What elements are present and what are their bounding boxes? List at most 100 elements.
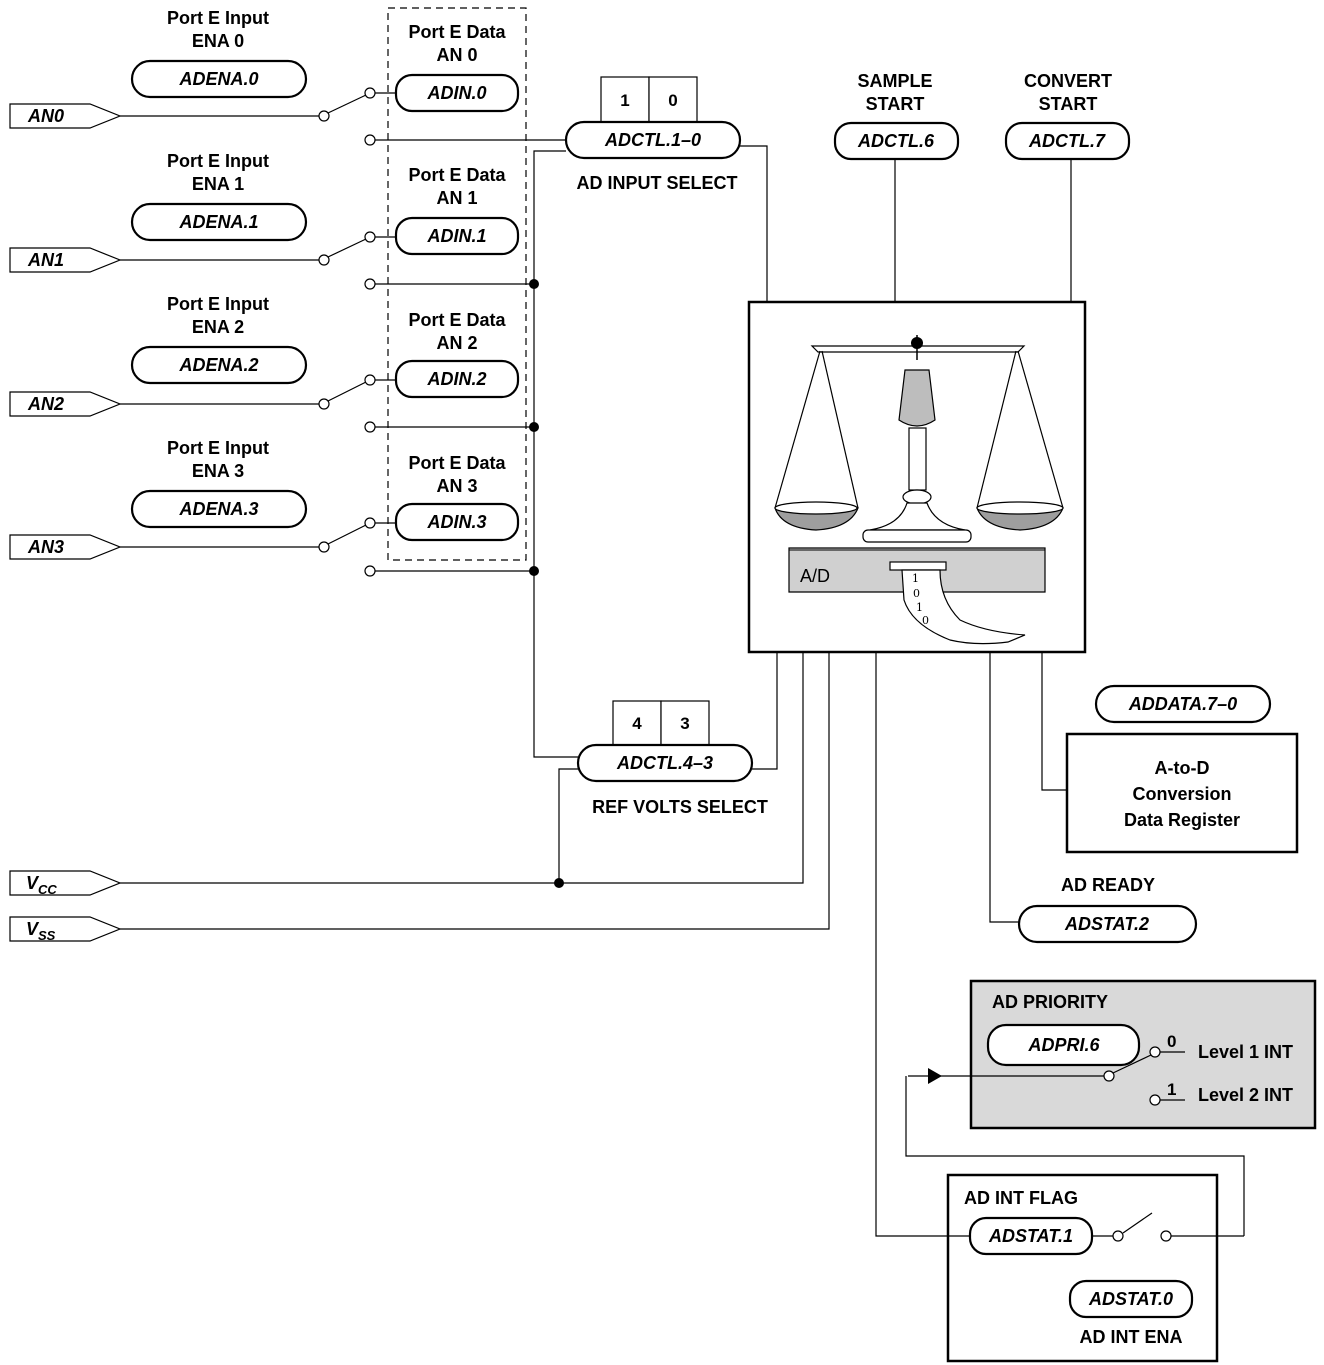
an3-pin — [9, 534, 121, 560]
adctl-7-label: ADCTL.7 — [1028, 131, 1106, 151]
adctl-1-0-label: ADCTL.1–0 — [604, 130, 701, 150]
port-e-data-sub-0: AN 0 — [436, 45, 477, 65]
mux-contact-3 — [364, 565, 376, 577]
ad-input-select: 1 0 ADCTL.1–0 AD INPUT SELECT — [564, 76, 768, 302]
input-select-bit-0-label: 0 — [668, 91, 677, 110]
ref-select-bit-3-label: 3 — [680, 714, 689, 733]
input-select-bit-1-label: 1 — [620, 91, 629, 110]
port-e-data-title-3: Port E Data — [408, 453, 506, 473]
adctl-6-label: ADCTL.6 — [857, 131, 935, 151]
adpri-6-register — [986, 1023, 1141, 1067]
ad-priority-title: AD PRIORITY — [992, 992, 1108, 1012]
priority-switch-pivot — [1103, 1070, 1115, 1082]
adin-3-label: ADIN.3 — [426, 512, 486, 532]
svg-text:1: 1 — [916, 601, 923, 614]
port-e-input-sub-3: ENA 3 — [192, 461, 244, 481]
ref-volts-select-label: REF VOLTS SELECT — [592, 797, 768, 817]
an2-pin — [9, 391, 121, 417]
svg-text:1: 1 — [912, 572, 919, 585]
input-select-bit-0 — [648, 76, 698, 123]
junction-dot-2 — [529, 422, 539, 432]
adin-2-label: ADIN.2 — [426, 369, 486, 389]
an1-pin-label: AN1 — [27, 250, 64, 270]
data-register-line3: Data Register — [1124, 810, 1240, 830]
adctl-4-3-register — [576, 743, 754, 783]
svg-text:0: 0 — [913, 587, 920, 600]
level-2-int-label: Level 2 INT — [1198, 1085, 1293, 1105]
sample-start: SAMPLE START ADCTL.6 — [833, 71, 960, 302]
adstat-2-label: ADSTAT.2 — [1064, 914, 1149, 934]
convert-start-line1: CONVERT — [1024, 71, 1112, 91]
port-e-input-title-2: Port E Input — [167, 294, 269, 314]
priority-switch-arm — [1112, 1054, 1152, 1074]
sample-start-line1: SAMPLE — [857, 71, 932, 91]
mux-contact-1 — [364, 278, 376, 290]
channel-1: Port E Input ENA 1 ADENA.1 Port E Data A… — [9, 151, 534, 290]
an0-pin — [9, 103, 121, 129]
ad-converter-block: A/D 1 0 1 0 — [747, 300, 1087, 654]
adctl-4-3-label: ADCTL.4–3 — [616, 753, 713, 773]
ad-int-flag-group: AD INT FLAG ADSTAT.1 ADSTAT.0 AD INT ENA — [875, 652, 1245, 1363]
priority-option-1-bit: 1 — [1167, 1080, 1176, 1099]
adena-3-label: ADENA.3 — [178, 499, 258, 519]
port-e-data-title-2: Port E Data — [408, 310, 506, 330]
vcc-pin-group: VCC — [9, 652, 804, 897]
an3-pin-label: AN3 — [27, 537, 64, 557]
adin-2-register — [394, 359, 520, 399]
adena-3-register — [130, 489, 308, 529]
adin-1-label: ADIN.1 — [426, 226, 486, 246]
port-e-data-sub-1: AN 1 — [436, 188, 477, 208]
convert-start: CONVERT START ADCTL.7 — [1004, 71, 1131, 302]
adena-1-register — [130, 202, 308, 242]
data-register-line2: Conversion — [1132, 784, 1231, 804]
junction-dot-3 — [529, 566, 539, 576]
adctl-1-0-register — [564, 120, 742, 160]
balance-scale-icon — [774, 335, 1064, 543]
an2-pin-label: AN2 — [27, 394, 64, 414]
data-register-group: ADDATA.7–0 A-to-D Conversion Data Regist… — [1041, 652, 1299, 854]
addata-7-0-register — [1094, 684, 1272, 724]
port-e-input-sub-1: ENA 1 — [192, 174, 244, 194]
convert-start-line2: START — [1039, 94, 1098, 114]
int-enable-switch-arm — [1122, 1212, 1153, 1234]
port-e-data-title-1: Port E Data — [408, 165, 506, 185]
an0-switch-pivot — [318, 110, 330, 122]
priority-arrow-icon — [928, 1068, 942, 1084]
mux-contact-0 — [364, 134, 376, 146]
port-e-data-sub-3: AN 3 — [436, 476, 477, 496]
vcc-junction-dot — [554, 878, 564, 888]
adena-2-label: ADENA.2 — [178, 355, 258, 375]
port-e-input-title-0: Port E Input — [167, 8, 269, 28]
ad-priority-group: AD PRIORITY ADPRI.6 0 Level 1 INT 1 Leve… — [908, 979, 1317, 1130]
adstat-0-label: ADSTAT.0 — [1088, 1289, 1173, 1309]
adena-0-register — [130, 59, 308, 99]
data-register-line1: A-to-D — [1155, 758, 1210, 778]
port-e-input-title-3: Port E Input — [167, 438, 269, 458]
ref-select-bit-4-label: 4 — [632, 714, 642, 733]
ad-int-ena-label: AD INT ENA — [1080, 1327, 1183, 1347]
ref-volts-select: 4 3 ADCTL.4–3 REF VOLTS SELECT — [558, 652, 778, 883]
adena-0-label: ADENA.0 — [178, 69, 258, 89]
adpri-6-label: ADPRI.6 — [1027, 1035, 1100, 1055]
vss-pin-group: VSS — [9, 652, 830, 943]
adstat-0-register — [1068, 1279, 1194, 1319]
ad-int-flag-box — [946, 1173, 1219, 1363]
channel-2: Port E Input ENA 2 ADENA.2 Port E Data A… — [9, 294, 534, 433]
adstat-1-label: ADSTAT.1 — [988, 1226, 1073, 1246]
vss-pin-label: VSS — [26, 919, 56, 943]
mux-bus-wire — [533, 150, 578, 758]
port-e-data-sub-2: AN 2 — [436, 333, 477, 353]
port-e-input-sub-0: ENA 0 — [192, 31, 244, 51]
channel-0: Port E Input ENA 0 ADENA.0 Port E Data A… — [9, 8, 566, 146]
svg-text:0: 0 — [922, 614, 929, 627]
ad-label: A/D — [800, 566, 830, 586]
adin-3-register — [394, 502, 520, 542]
adctl-6-register — [833, 121, 960, 161]
ad-ready-label: AD READY — [1061, 875, 1155, 895]
an1-pin — [9, 247, 121, 273]
adena-2-register — [130, 345, 308, 385]
port-e-input-sub-2: ENA 2 — [192, 317, 244, 337]
adctl-7-register — [1004, 121, 1131, 161]
channel-3: Port E Input ENA 3 ADENA.3 Port E Data A… — [9, 438, 534, 577]
